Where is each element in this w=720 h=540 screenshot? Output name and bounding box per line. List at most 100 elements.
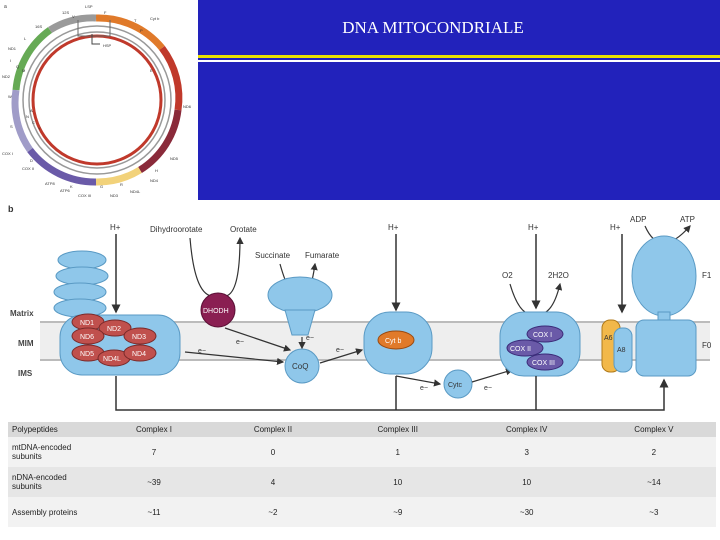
trna-k-label: K: [70, 184, 73, 189]
cytc-label: Cytc: [448, 382, 463, 389]
trna-a-label: A: [30, 108, 33, 113]
trna-h-label: H: [155, 168, 158, 173]
complex-i-arm-3: [53, 282, 107, 302]
mtdna-map-panel: a HSP LSP Cyt b ND6 ND5: [0, 0, 198, 200]
white-stripe: [198, 60, 720, 62]
a8-label: A8: [617, 347, 626, 354]
e-arrow-iii-to-cytc: [395, 375, 442, 387]
nd3-subunit: [123, 327, 157, 345]
orotate-label: Orotate: [230, 225, 257, 234]
nd3-label: ND3: [132, 334, 146, 341]
e-arrow-cytc-to-iv: [471, 368, 514, 383]
dhodh-enzyme: [200, 292, 236, 328]
cytb-label: Cyt b: [385, 338, 401, 345]
atp8-map-label: ATP8: [45, 181, 55, 186]
cox2-map-label: COX II: [22, 166, 34, 171]
table-cell: 3: [524, 447, 529, 457]
table-cell: ~11: [147, 507, 161, 517]
trna-i-label: I: [10, 58, 11, 63]
trna-g-label: G: [100, 184, 103, 189]
12s-map-label: 12S: [62, 10, 69, 15]
trna-l-label: L: [24, 36, 27, 41]
cytb-map-label: Cyt b: [150, 16, 160, 21]
dhodh-product-arrow: [221, 236, 244, 297]
proton-return-line: [115, 376, 669, 411]
table-header: Complex I: [136, 425, 173, 434]
panel-label-b: b: [8, 204, 14, 214]
e-arrow-coq-to-complex-iii: [319, 348, 364, 364]
strand-ring-inner: [28, 31, 166, 169]
table-header-row: Polypeptides Complex I Complex II Comple…: [8, 422, 716, 437]
dhodh-substrate-arrow: [189, 237, 217, 297]
e-label-6: e−: [484, 385, 492, 392]
oxygen-reduction-arrow: [509, 282, 563, 316]
cox3-label: COX III: [532, 360, 555, 367]
panel-label-a: a: [4, 4, 7, 10]
gene-arc-green: [12, 27, 53, 91]
table-cell: ~9: [393, 507, 403, 517]
nd2-label: ND2: [107, 326, 121, 333]
h-plus-complex-iv: H+: [528, 223, 539, 232]
nd6-label: ND6: [80, 334, 94, 341]
fumarate-label: Fumarate: [305, 251, 340, 260]
complex-i-arm-2: [55, 266, 109, 286]
ims-label: IMS: [18, 369, 33, 378]
a8-subunit: [613, 327, 633, 373]
nd4-subunit: [123, 344, 157, 362]
trna-p-label: P: [140, 28, 143, 33]
cox3-subunit: [526, 353, 564, 371]
h-plus-complex-i: H+: [110, 223, 121, 232]
matrix-label: Matrix: [10, 309, 34, 318]
h-plus-complex-v: H+: [610, 223, 621, 232]
nd4l-label: ND4L: [103, 356, 121, 363]
table-cell: 0: [270, 447, 276, 457]
trna-w-label: W: [8, 94, 12, 99]
trna-n-label: N: [26, 114, 29, 119]
a6-label: A6: [604, 335, 613, 342]
table-row: Assembly proteins ~11 ~2 ~9 ~30 ~3: [8, 497, 716, 527]
coq-label: CoQ: [292, 362, 308, 371]
complex-i: ND1 ND2 ND6 ND3 ND5 ND4L ND4: [53, 250, 181, 376]
yellow-stripe: [198, 55, 720, 58]
16s-map-label: 16S: [35, 24, 42, 29]
gene-arc-orange: [95, 14, 165, 51]
dihydroorotate-label: Dihydroorotate: [150, 225, 203, 234]
trna-s-label: S: [10, 124, 13, 129]
subunit-table-area: Polypeptides Complex I Complex II Comple…: [8, 422, 716, 538]
cox1-map-label: COX I: [2, 151, 13, 156]
h-plus-complex-iii: H+: [388, 223, 399, 232]
table-cell: 2: [651, 447, 657, 457]
complex-i-arm-1: [57, 250, 107, 270]
table-header: Complex II: [253, 425, 293, 434]
e-label-4: e−: [336, 347, 344, 354]
e-label-2: e−: [236, 339, 244, 346]
nd6-map-label: ND6: [183, 104, 192, 109]
cytb-subunit: [377, 330, 415, 350]
table-cell: 1: [395, 447, 400, 457]
nd2-map-label: ND2: [2, 74, 11, 79]
mim-label: MIM: [18, 339, 34, 348]
e-label-5: e−: [420, 385, 428, 392]
cytc-carrier: [443, 369, 473, 399]
cox3-map-label: COX III: [78, 193, 91, 198]
mtdna-map: a HSP LSP Cyt b ND6 ND5: [2, 4, 192, 198]
table-header: Polypeptides: [12, 425, 58, 434]
e-label-3: e−: [306, 335, 314, 342]
respiratory-chain-diagram: b Matrix MIM IMS ND1 ND2 ND6 ND3 ND5: [8, 204, 712, 411]
cox1-label: COX I: [533, 332, 552, 339]
f1-label: F1: [702, 271, 712, 280]
trna-c-label: C: [32, 120, 35, 125]
nd4l-map-label: ND4L: [130, 189, 141, 194]
complex-iii: Cyt b: [363, 311, 433, 375]
table-row: mtDNA-encoded subunits 7 0 1 3 2: [8, 437, 716, 467]
nd3-map-label: ND3: [110, 193, 119, 198]
cox1-subunit-top: [526, 325, 564, 343]
complex-v: A6 A8 F1 F0: [601, 235, 712, 377]
trna-t-label: T: [134, 18, 137, 23]
table-cell: ~3: [649, 507, 659, 517]
trna-r-label: R: [120, 182, 123, 187]
lsp-label: LSP: [85, 4, 93, 9]
complex-ii: [267, 276, 333, 336]
row-label: Assembly proteins: [12, 507, 78, 517]
